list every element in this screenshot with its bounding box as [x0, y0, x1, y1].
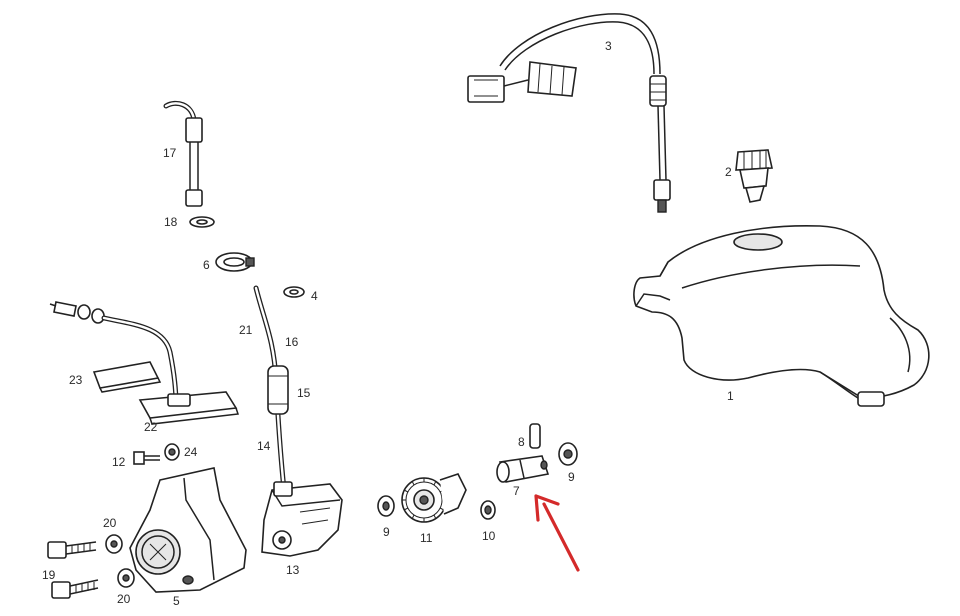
callout-11: 11 — [420, 531, 433, 545]
callout-18: 18 — [164, 215, 178, 229]
callout-1: 1 — [727, 389, 734, 403]
part-19-bolt-bottom — [51, 579, 99, 599]
part-4-clip — [283, 286, 305, 298]
callout-20-top: 20 — [103, 516, 117, 530]
callout-7: 7 — [513, 484, 520, 498]
callout-24: 24 — [184, 445, 198, 459]
callout-20-bottom: 20 — [117, 592, 131, 606]
callout-2: 2 — [725, 165, 732, 179]
part-9-washer-right — [558, 442, 578, 466]
part-17-hose-fitting — [163, 100, 203, 207]
part-14-16-21-hose-assembly — [253, 285, 289, 493]
part-2-cap — [735, 149, 773, 203]
part-6-hose-clamp — [215, 252, 255, 272]
part-3-wiring-harness — [467, 13, 671, 213]
callout-23: 23 — [69, 373, 83, 387]
part-5-housing — [129, 467, 247, 593]
part-20-washer-top — [105, 534, 123, 554]
callout-9-left: 9 — [383, 525, 390, 539]
part-13-pump — [261, 481, 343, 557]
callout-15: 15 — [297, 386, 311, 400]
callout-10: 10 — [482, 529, 496, 543]
callout-6: 6 — [203, 258, 210, 272]
part-20-washer-bottom — [117, 568, 135, 588]
callout-8: 8 — [518, 435, 525, 449]
part-23-bracket — [92, 361, 162, 393]
part-24-nut — [164, 443, 180, 461]
part-22-plate — [138, 391, 240, 425]
part-7-shaft — [496, 455, 550, 483]
callout-17: 17 — [163, 146, 177, 160]
callout-19: 19 — [42, 568, 56, 582]
part-12-bolt — [133, 451, 160, 465]
callout-16: 16 — [285, 335, 299, 349]
callout-9-right: 9 — [568, 470, 575, 484]
cable-with-connector — [49, 301, 179, 407]
callout-13: 13 — [286, 563, 300, 577]
red-indicator-arrow — [534, 494, 580, 572]
callout-22: 22 — [144, 420, 158, 434]
part-8-pin — [529, 423, 541, 449]
callout-5: 5 — [173, 594, 180, 608]
callout-3: 3 — [605, 39, 612, 53]
part-10-washer — [480, 500, 496, 520]
callout-21: 21 — [239, 323, 253, 337]
callout-4: 4 — [311, 289, 318, 303]
callout-14: 14 — [257, 439, 271, 453]
part-19-bolt-top — [47, 541, 97, 559]
part-9-washer-left — [377, 495, 395, 517]
part-18-clip — [189, 216, 215, 228]
callout-12: 12 — [112, 455, 126, 469]
part-1-tank — [633, 224, 930, 407]
part-11-gear — [401, 473, 467, 523]
